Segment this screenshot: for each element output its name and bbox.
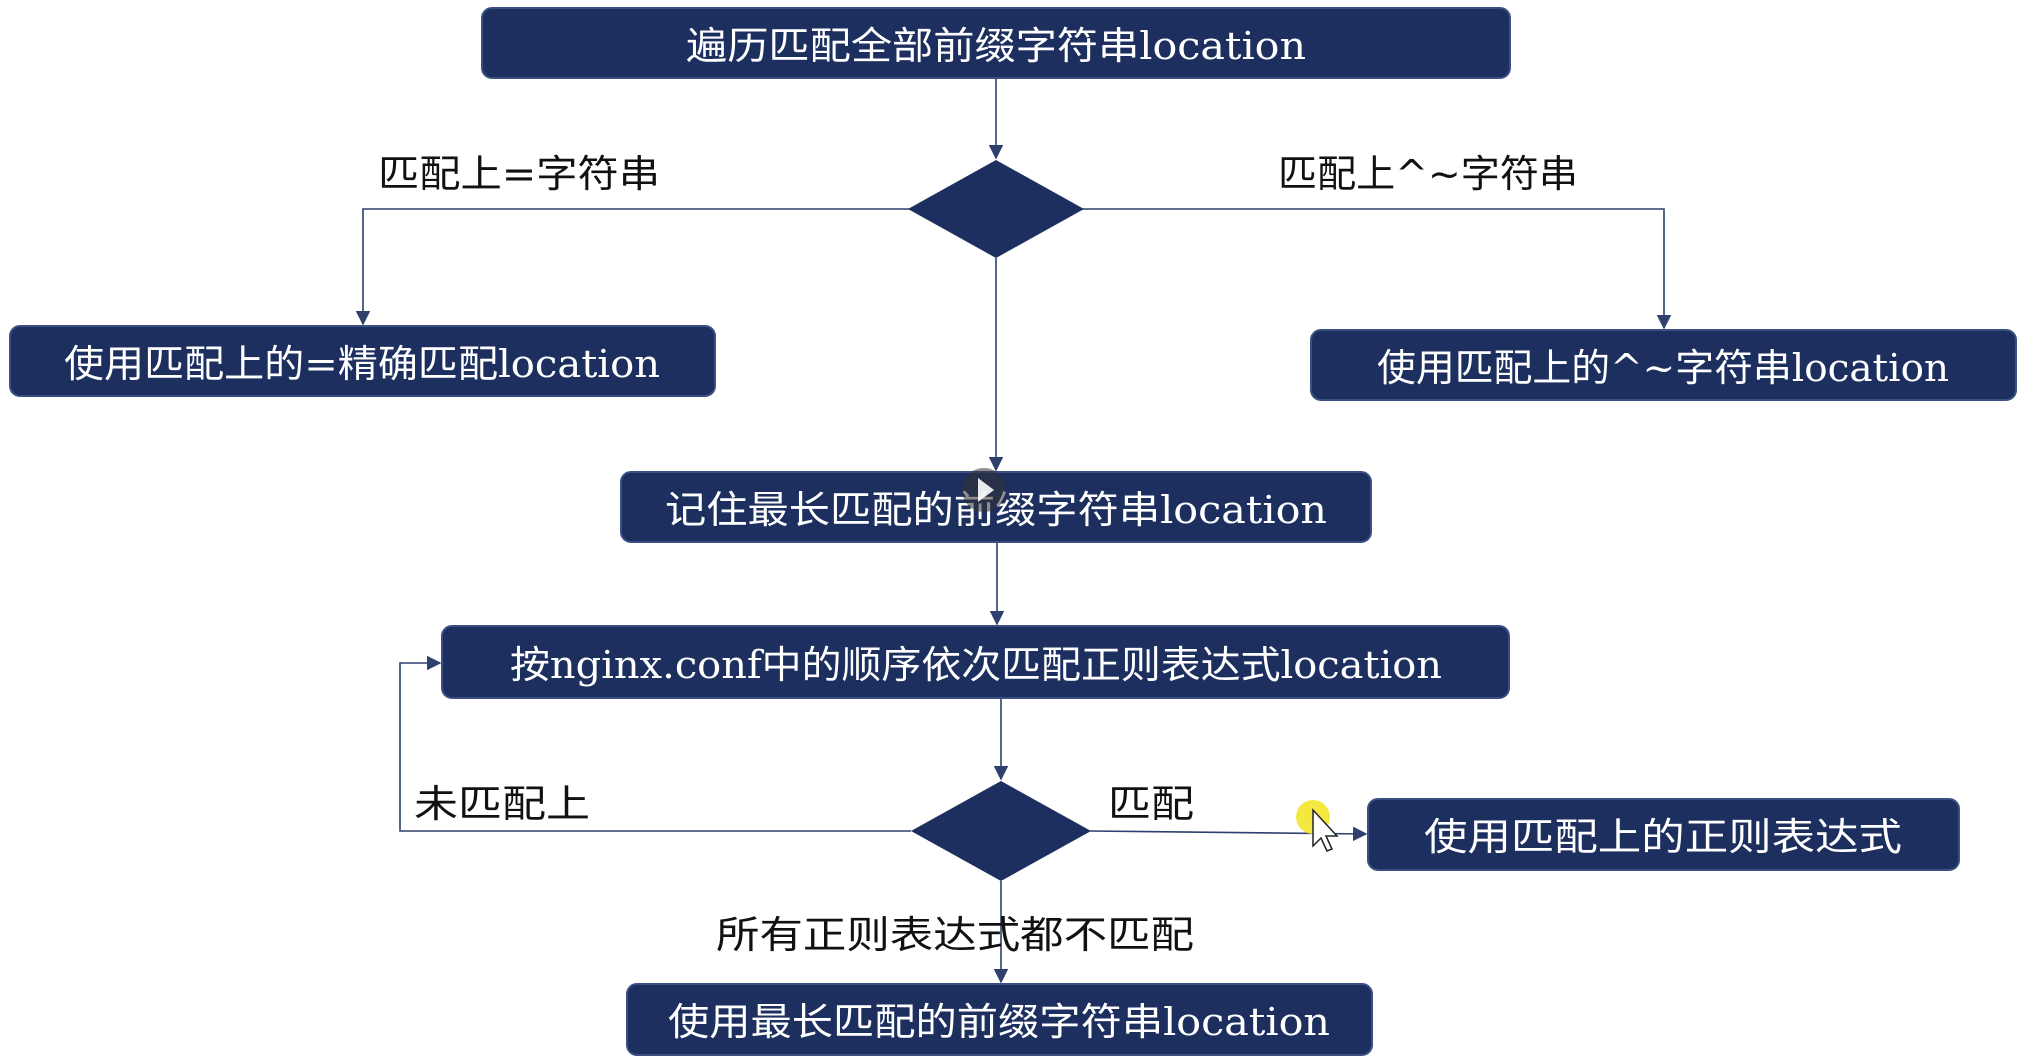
node-caret-match: 使用匹配上的^~字符串location xyxy=(1310,329,2017,401)
node-regex-in-order: 按nginx.conf中的顺序依次匹配正则表达式location xyxy=(441,625,1510,699)
playback-indicator xyxy=(962,468,1006,512)
edge-label-not-matched: 未匹配上 xyxy=(414,782,590,826)
edge-decision1-to-caret xyxy=(1082,208,1672,330)
node-regex-in-order-label: 按nginx.conf中的顺序依次匹配正则表达式location xyxy=(510,643,1442,687)
decision-regex-match xyxy=(911,781,1091,881)
node-caret-match-label: 使用匹配上的^~字符串location xyxy=(1377,346,1949,390)
decision-prefix-match xyxy=(908,160,1084,258)
node-exact-match-label: 使用匹配上的=精确匹配location xyxy=(64,342,660,386)
node-use-regex-label: 使用匹配上的正则表达式 xyxy=(1424,815,1902,859)
node-use-regex: 使用匹配上的正则表达式 xyxy=(1367,798,1960,871)
mouse-pointer-icon xyxy=(1312,808,1339,852)
connectors xyxy=(355,79,1672,984)
node-start: 遍历匹配全部前缀字符串location xyxy=(481,7,1511,79)
edge-label-matched: 匹配 xyxy=(1108,782,1194,826)
node-use-longest-prefix: 使用最长匹配的前缀字符串location xyxy=(626,983,1373,1056)
edge-label-caret-match: 匹配上^~字符串 xyxy=(1278,152,1578,196)
edge-label-eq-match: 匹配上=字符串 xyxy=(378,152,660,196)
edge-label-none-match: 所有正则表达式都不匹配 xyxy=(716,913,1194,957)
play-icon xyxy=(978,478,994,502)
edge-decision2-loop-back xyxy=(399,655,911,832)
mouse-cursor-overlay xyxy=(1296,800,1339,852)
node-exact-match: 使用匹配上的=精确匹配location xyxy=(9,325,716,397)
node-start-label: 遍历匹配全部前缀字符串location xyxy=(686,24,1306,68)
node-use-longest-prefix-label: 使用最长匹配的前缀字符串location xyxy=(668,1000,1330,1044)
edge-decision1-to-exact xyxy=(355,208,910,326)
